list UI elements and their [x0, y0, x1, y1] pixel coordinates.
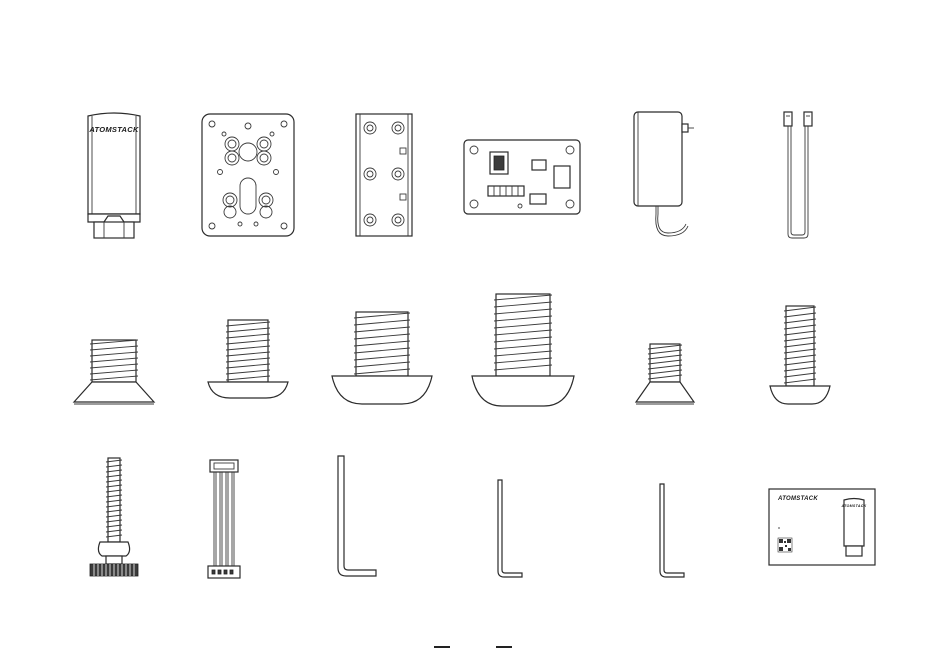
control-board	[462, 138, 582, 216]
footer-mark-right	[496, 646, 512, 648]
button-head-screw-long	[768, 302, 832, 406]
button-head-screw-xlarge	[470, 290, 576, 408]
manual-module-logo: ATOMSTACK	[840, 504, 866, 508]
hex-key-medium	[496, 478, 524, 580]
hex-key-small	[658, 482, 686, 580]
mounting-plate	[200, 112, 296, 238]
hex-key-large	[336, 454, 378, 580]
manual-cover-logo: ATOMSTACK	[777, 496, 818, 502]
footer-marks	[430, 644, 530, 654]
button-head-screw-medium	[206, 316, 290, 400]
power-adapter	[632, 110, 702, 242]
focus-adjust-screw	[86, 456, 142, 580]
user-manual: ATOMSTACK ATOMSTACK	[768, 488, 876, 566]
button-head-screw-large	[330, 308, 434, 406]
laser-module-logo: ATOMSTACK	[88, 125, 139, 134]
connection-cable	[776, 110, 826, 240]
laser-module: ATOMSTACK	[84, 112, 144, 240]
countersunk-screw-large	[72, 336, 156, 406]
rail-bracket	[354, 112, 414, 238]
footer-mark-left	[434, 646, 450, 648]
qr-code-icon	[778, 538, 792, 552]
countersunk-screw-small	[634, 340, 696, 408]
wiring-harness	[206, 458, 242, 582]
